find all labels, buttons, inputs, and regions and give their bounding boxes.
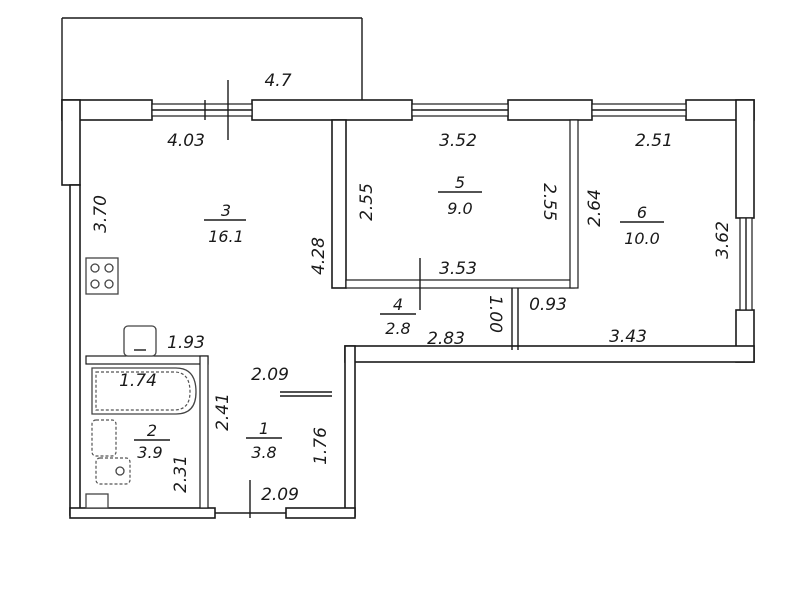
dim-r5-top: 3.52: [439, 131, 477, 151]
room-4-number: 4: [393, 295, 403, 314]
room-3-number: 3: [221, 201, 231, 220]
room-5-number: 5: [455, 173, 465, 192]
dim-r1-right: 1.76: [311, 427, 331, 465]
dim-r6-right: 3.62: [713, 221, 733, 259]
room-6-area: 10.0: [624, 229, 660, 248]
dim-r1-top: 2.09: [251, 365, 289, 385]
dim-bath-top: 1.93: [167, 333, 205, 353]
room-5-area: 9.0: [447, 199, 472, 218]
dim-r5-right: 2.55: [539, 183, 559, 221]
room-labels: 3 16.1 5 9.0 6 10.0 4 2.8 2 3.9 1 3.8: [134, 173, 664, 462]
dim-r1-bottom: 2.09: [261, 485, 299, 505]
shaft-icon: [85, 493, 109, 509]
washbasin-icon: [91, 419, 117, 457]
dimensions: 4.7 4.03 3.70 4.28 3.52 2.55 2.55 3.53 2…: [91, 71, 733, 505]
dim-hall-a: 0.93: [529, 295, 567, 315]
dim-r6-top: 2.51: [635, 131, 673, 151]
dim-bath-left: 2.31: [171, 455, 191, 493]
balcony: [61, 17, 363, 100]
room-6-number: 6: [637, 203, 647, 222]
dim-r3-top: 4.03: [167, 131, 205, 151]
room-2-area: 3.9: [137, 443, 162, 462]
dim-hall-b: 1.00: [485, 295, 505, 333]
dim-balcony: 4.7: [264, 71, 291, 91]
toilet-icon: [95, 457, 131, 485]
dim-bath-right: 2.41: [213, 393, 233, 431]
bathtub-icon: [91, 367, 197, 415]
room-1-area: 3.8: [251, 443, 276, 462]
dim-r3-right: 4.28: [309, 237, 329, 275]
dim-r5-bottom: 3.53: [439, 259, 477, 279]
fixtures: [85, 257, 197, 509]
room-2-number: 2: [147, 421, 157, 440]
dim-r3-left: 3.70: [91, 195, 111, 233]
partitions: [85, 80, 579, 509]
windows: [151, 100, 753, 518]
room-4-area: 2.8: [385, 319, 410, 338]
dim-r6-left: 2.64: [585, 189, 605, 227]
room-1-number: 1: [259, 419, 269, 438]
stove-icon: [85, 257, 119, 295]
dim-r4-bottom: 2.83: [427, 329, 465, 349]
room-3-area: 16.1: [208, 227, 244, 246]
dim-bath-tub: 1.74: [119, 371, 157, 391]
dim-r6-bottom: 3.43: [609, 327, 647, 347]
sink-icon: [123, 325, 157, 357]
dim-r5-left: 2.55: [357, 183, 377, 221]
outer-walls: [61, 99, 755, 519]
